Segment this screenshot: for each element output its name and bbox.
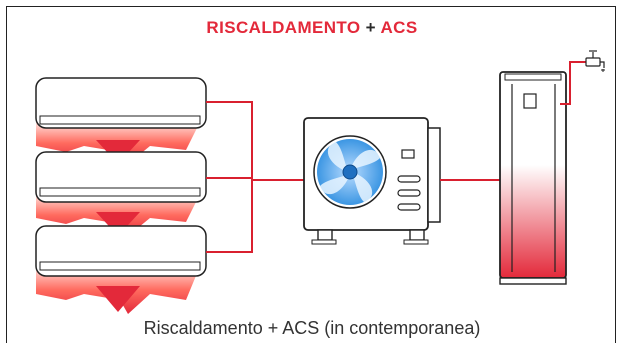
tank-foot <box>499 277 567 285</box>
pipe-hot-water <box>560 61 588 105</box>
outdoor-display <box>401 149 415 159</box>
title-heating: RISCALDAMENTO <box>206 18 361 37</box>
outdoor-foot <box>409 229 425 241</box>
outdoor-slot <box>397 203 421 211</box>
water-tank <box>499 71 567 285</box>
heat-arrow-2 <box>96 212 140 236</box>
outdoor-heat-pump <box>303 117 441 245</box>
tap-icon <box>585 50 605 72</box>
refrigerant-pipes <box>206 101 304 253</box>
fan-icon <box>317 139 383 205</box>
outdoor-slot <box>397 175 421 183</box>
indoor-unit-bottom <box>35 225 207 314</box>
outdoor-base <box>403 239 429 245</box>
tank-display <box>523 93 537 109</box>
tank-top <box>504 73 562 81</box>
outdoor-slot <box>397 189 421 197</box>
indoor-unit-vent <box>39 115 201 125</box>
heat-arrow-3 <box>96 286 140 312</box>
indoor-unit-top <box>35 77 207 164</box>
indoor-unit-vent <box>39 187 201 197</box>
title-acs: ACS <box>380 18 418 37</box>
indoor-unit-vent <box>39 261 201 271</box>
indoor-unit-middle <box>35 151 207 236</box>
diagram-frame <box>6 6 616 343</box>
diagram-caption: Riscaldamento + ACS (in contemporanea) <box>143 318 481 338</box>
outdoor-base <box>311 239 337 245</box>
diagram-title: RISCALDAMENTO + ACS <box>0 18 624 38</box>
title-plus: + <box>365 18 376 37</box>
outdoor-foot <box>317 229 333 241</box>
outdoor-unit-side <box>427 127 441 223</box>
